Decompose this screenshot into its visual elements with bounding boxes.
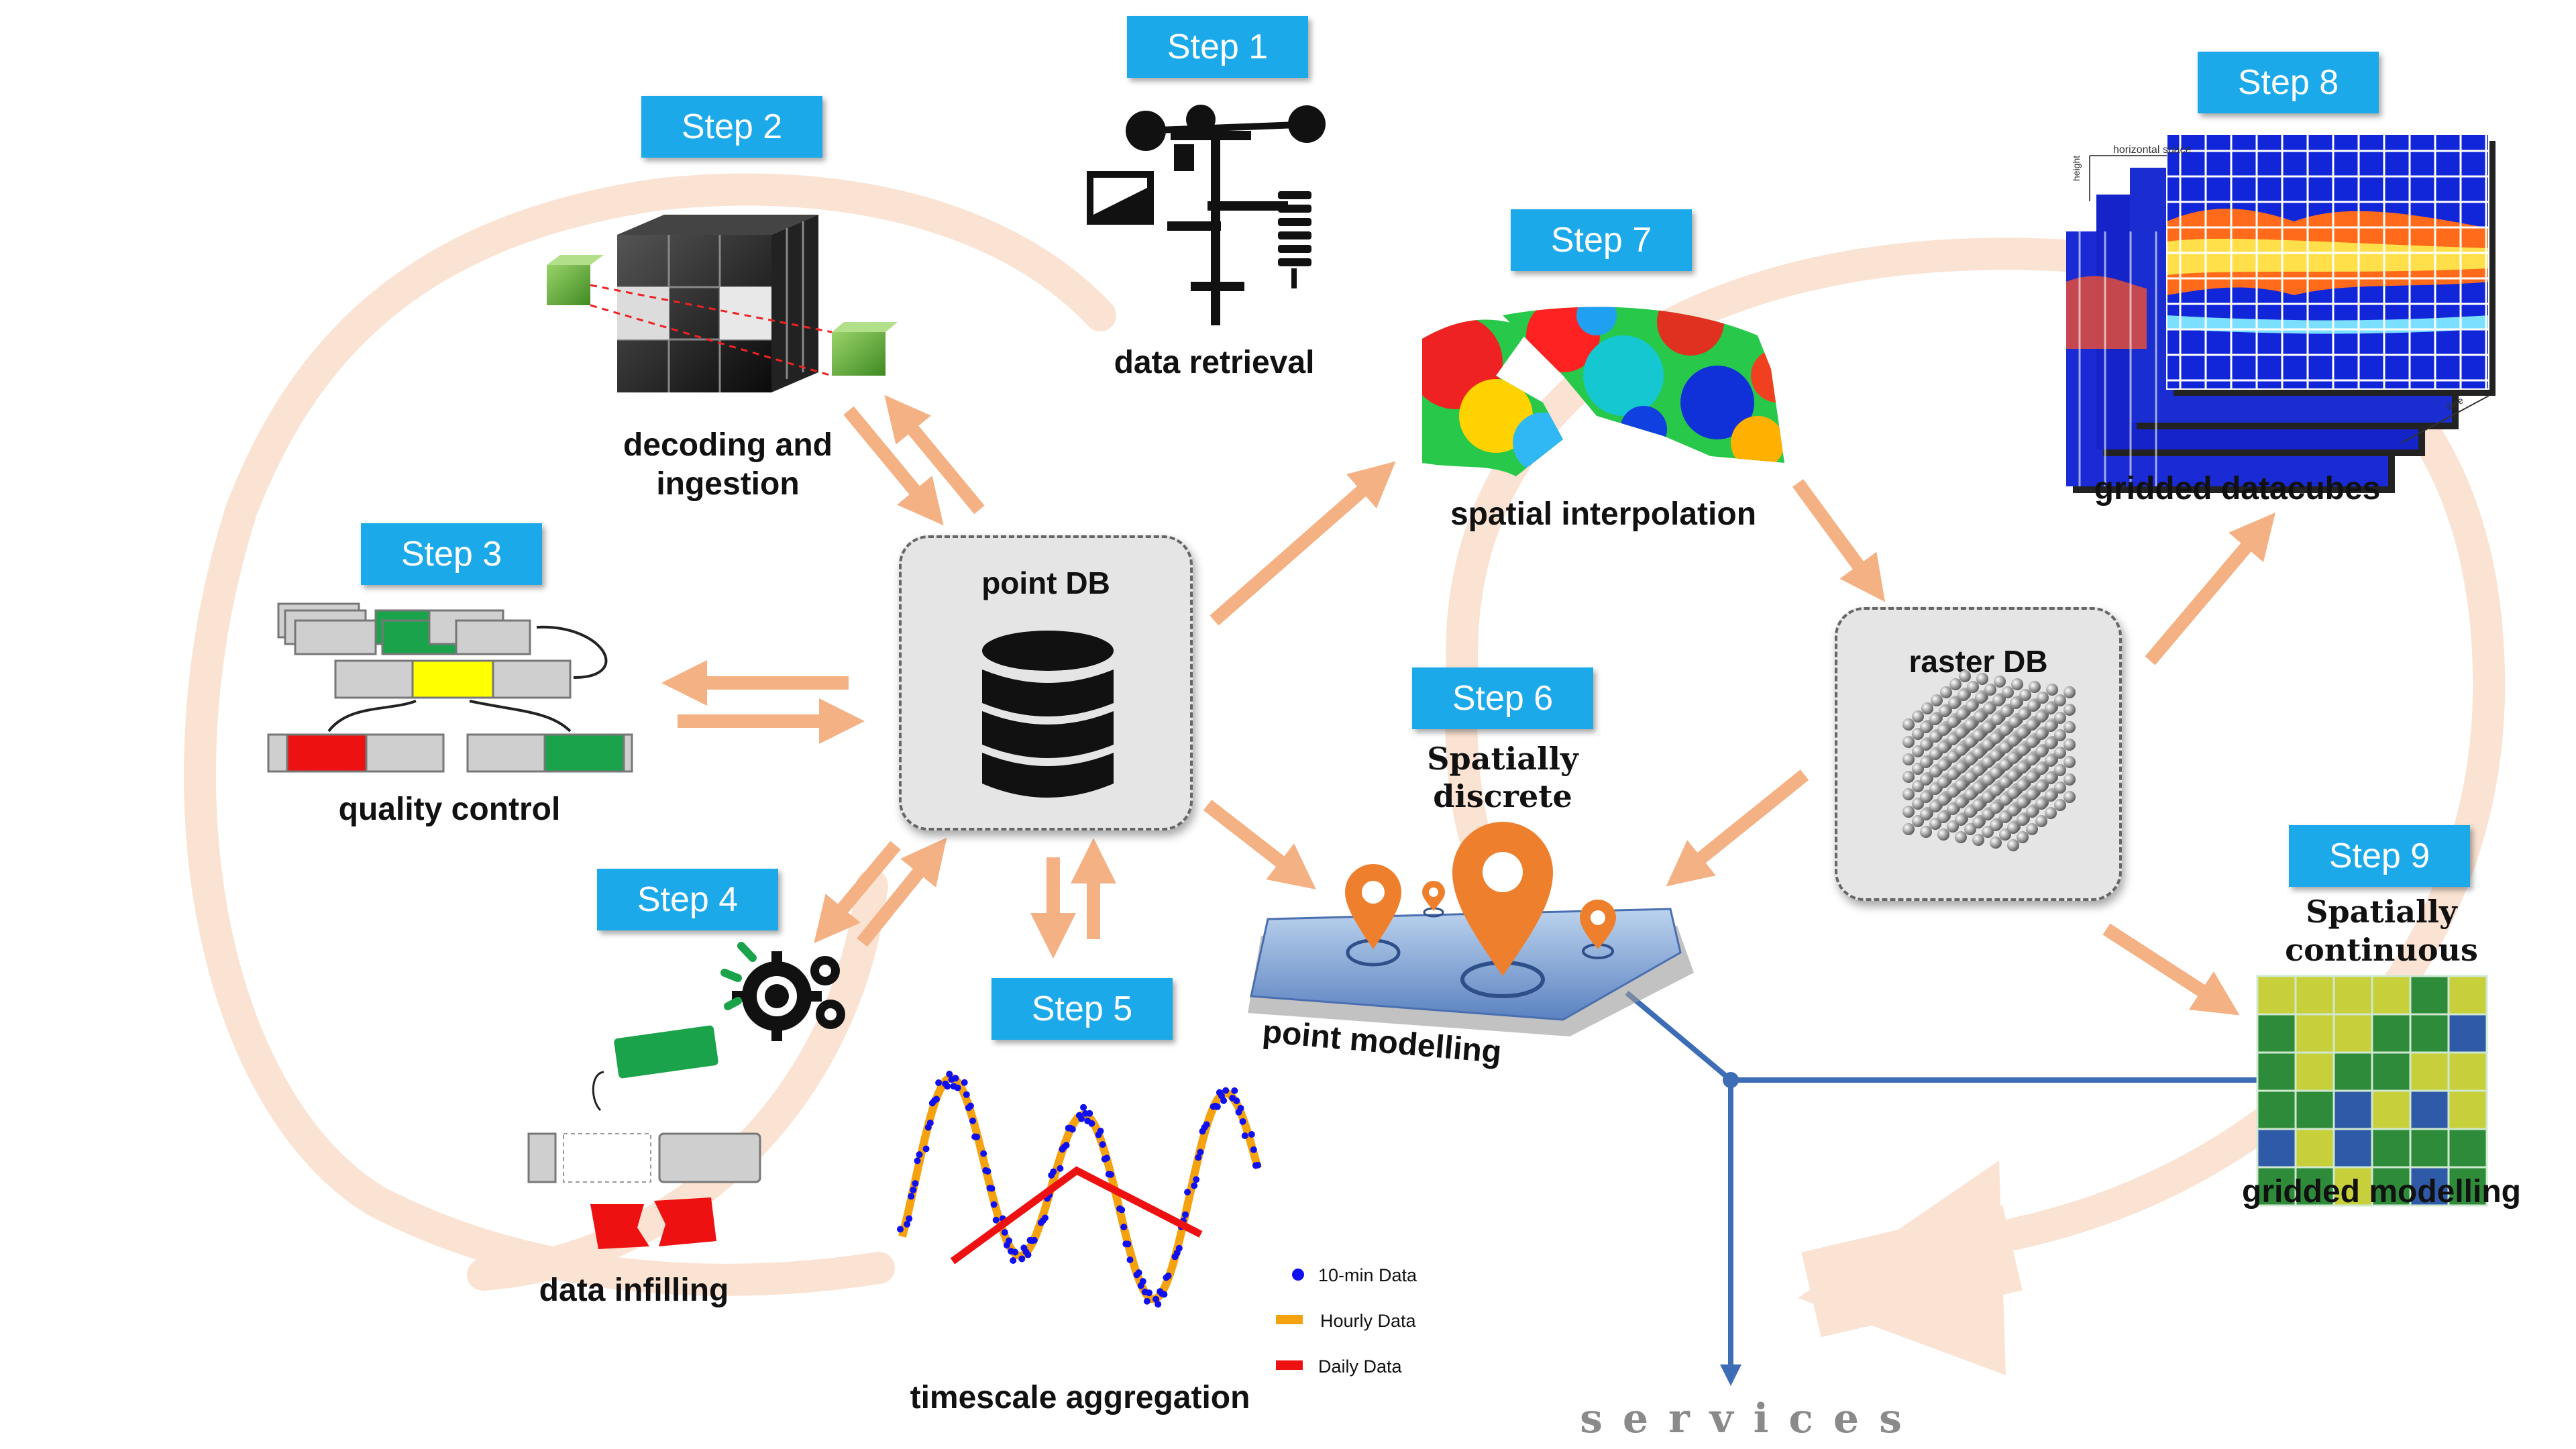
spatially-continuous-line2: continuous — [2285, 932, 2478, 968]
legend-hourly-marker — [1276, 1315, 1303, 1324]
map-pin-icon — [1452, 822, 1553, 976]
arrow-decoding-to-pointdb — [843, 406, 944, 526]
services-connector — [1625, 990, 2257, 1386]
step-6-badge: Step 6 — [1412, 667, 1593, 729]
services-label: services — [1580, 1395, 1922, 1442]
arrow-interpolation-to-rasterdb — [1792, 479, 1886, 602]
spatial-interpolation-label: spatial interpolation — [1450, 496, 1757, 532]
spatially-discrete-line1: Spatially — [1427, 741, 1578, 777]
daily-series — [950, 1166, 1203, 1265]
gridded-modelling-icon — [2256, 975, 2488, 1207]
interpolation-map-icon — [1422, 307, 1784, 476]
timescale-plot: 10-min Data Hourly Data Daily Data — [897, 1071, 1417, 1377]
step-2-badge: Step 2 — [641, 96, 822, 158]
map-pin-icon — [1345, 864, 1401, 949]
legend-hourly-label: Hourly Data — [1320, 1311, 1417, 1331]
arrow-rasterdb-to-datacubes — [2145, 513, 2275, 665]
point-db-box: point DB — [899, 535, 1193, 830]
arrow-infilling-to-pointdb — [857, 837, 947, 947]
step-7-badge: Step 7 — [1511, 209, 1692, 271]
arrow-pointdb-to-infilling — [814, 841, 901, 944]
step-8-badge: Step 8 — [2198, 52, 2379, 113]
datacube-axis-height: height — [2071, 156, 2082, 181]
hourly-series — [898, 1073, 1262, 1303]
arrow-rasterdb-to-gridded-modelling — [2102, 923, 2240, 1016]
cycle-arrowhead — [1798, 1161, 2006, 1375]
timescale-aggregation-label: timescale aggregation — [910, 1380, 1250, 1415]
flow-arrows — [661, 394, 2275, 1016]
gridded-datacubes-icon: horizontal space height time — [2066, 133, 2496, 493]
arrow-rasterdb-to-point-modelling — [1666, 769, 1809, 887]
weather-station-icon — [1087, 105, 1326, 325]
raster-db-title: raster DB — [1909, 644, 2048, 679]
data-retrieval-label: data retrieval — [1114, 345, 1315, 380]
legend-ten-min-marker — [1292, 1269, 1304, 1281]
quality-control-icon — [267, 602, 633, 773]
data-infilling-label: data infilling — [539, 1273, 729, 1308]
step-3-badge: Step 3 — [361, 523, 542, 585]
step-5-badge: Step 5 — [991, 978, 1173, 1040]
point-modelling-icon — [1248, 822, 1694, 1036]
spatially-discrete-line2: discrete — [1433, 778, 1572, 814]
step-1-badge: Step 1 — [1127, 16, 1308, 78]
arrow-pointdb-to-interpolation — [1210, 461, 1396, 626]
point-db-title: point DB — [981, 566, 1110, 600]
data-infilling-icon — [527, 1025, 761, 1249]
decoding-label-line2: ingestion — [656, 466, 800, 502]
gridded-datacubes-label: gridded datacubes — [2094, 471, 2381, 506]
step-9-badge: Step 9 — [2289, 825, 2470, 887]
raster-db-box: raster DB — [1835, 607, 2122, 901]
arrow-pointdb-to-decoding — [884, 394, 985, 515]
step-4-badge: Step 4 — [597, 869, 778, 930]
legend-ten-min-label: 10-min Data — [1318, 1265, 1417, 1285]
datacube-axis-horizontal: horizontal space — [2113, 144, 2192, 156]
ten-min-series — [897, 1071, 1261, 1308]
gears-icon — [720, 942, 845, 1041]
rubik-cube-icon — [547, 215, 898, 392]
database-icon — [982, 631, 1114, 798]
spatially-continuous-line1: Spatially — [2306, 894, 2457, 930]
arrow-pointdb-to-point-modelling — [1203, 800, 1316, 890]
gridded-modelling-label: gridded modelling — [2242, 1174, 2521, 1210]
sphere-lattice-icon — [1902, 670, 2076, 851]
decoding-label-line1: decoding and — [623, 427, 833, 463]
legend-daily-marker — [1276, 1360, 1303, 1370]
quality-control-label: quality control — [338, 792, 561, 827]
legend-daily-label: Daily Data — [1318, 1356, 1403, 1377]
